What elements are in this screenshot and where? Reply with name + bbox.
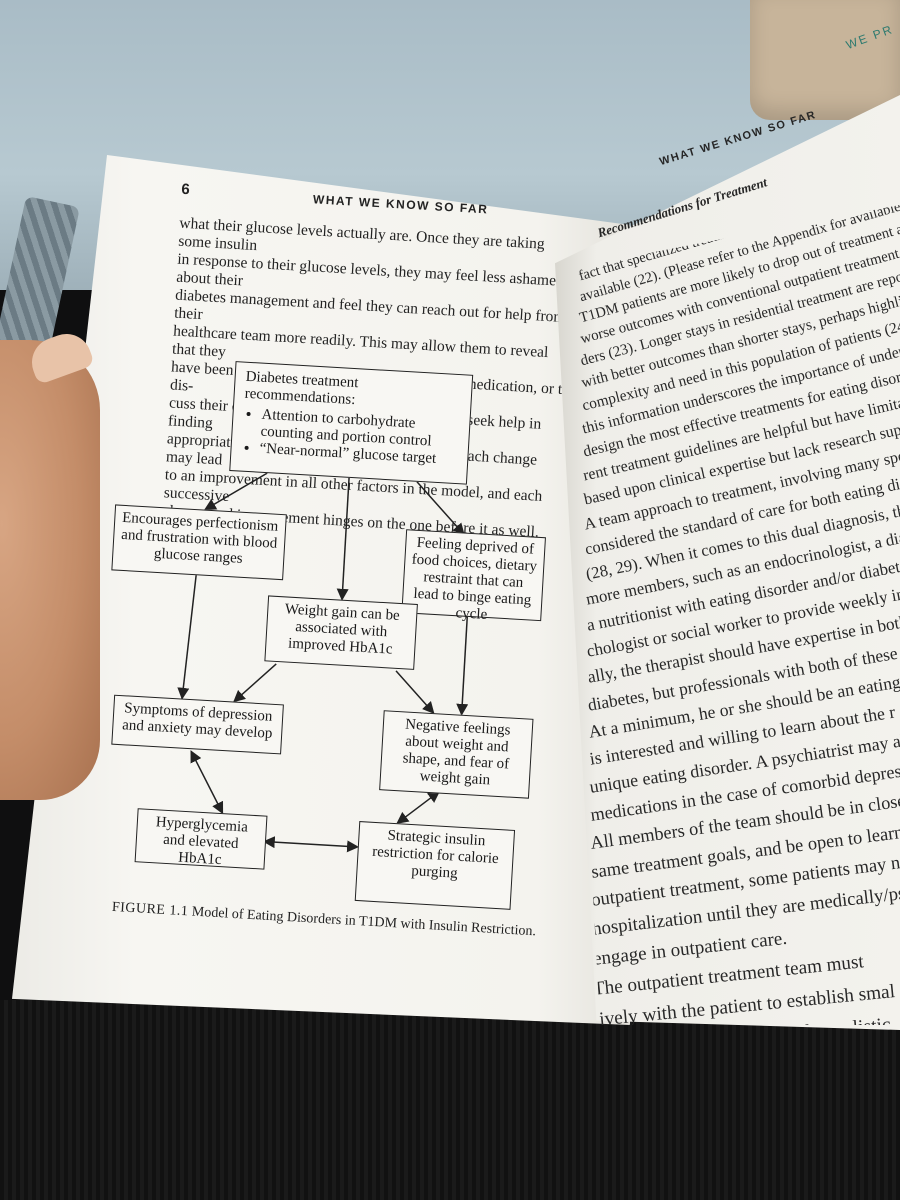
figure-label: FIGURE 1.1 [111, 899, 189, 920]
box-depression: Symptoms of depression and anxiety may d… [111, 694, 284, 755]
arrow-deprived-to-negative [456, 614, 469, 716]
box-insulin-restriction: Strategic insulin restriction for calori… [354, 821, 516, 910]
arrow-weightgain-to-negative [395, 670, 435, 715]
diagram-arrows [177, 472, 469, 853]
flow-diagram: Diabetes treatment recommendations: Atte… [92, 355, 583, 941]
box-negative-feelings: Negative feelings about weight and shape… [379, 710, 534, 799]
bullet-list: Attention to carbohydrate counting and p… [241, 406, 460, 469]
arrow-top-to-perfectionism [203, 472, 268, 511]
hand [0, 340, 100, 800]
arrow-hyperglycemia-insulin [262, 836, 360, 853]
arrow-depression-hyperglycemia [190, 750, 224, 815]
arrow-top-to-deprived [416, 481, 465, 536]
arrow-perfectionism-to-depression [177, 574, 198, 700]
mug-text: WE PR [843, 21, 895, 53]
arrow-top-to-weightgain [336, 477, 350, 601]
box-treatment-recommendations: Diabetes treatment recommendations: Atte… [229, 361, 474, 485]
arrow-negative-insulin [396, 790, 441, 824]
mug: WE PR [750, 0, 900, 120]
right-page [555, 95, 900, 1030]
box-perfectionism: Encourages perfectionism and frustration… [111, 504, 287, 581]
box-deprived: Feeling deprived of food choices, dietar… [401, 529, 546, 623]
page-number: 6 [180, 180, 191, 199]
left-page-content: 6 WHAT WE KNOW SO FAR what their glucose… [90, 160, 574, 964]
box-hyperglycemia: Hyperglycemia and elevated HbA1c [134, 808, 268, 870]
box-weight-gain: Weight gain can be associated with impro… [264, 595, 418, 670]
arrow-weightgain-to-depression [233, 663, 277, 703]
running-head: WHAT WE KNOW SO FAR [312, 192, 489, 217]
fabric-background [0, 1000, 900, 1200]
